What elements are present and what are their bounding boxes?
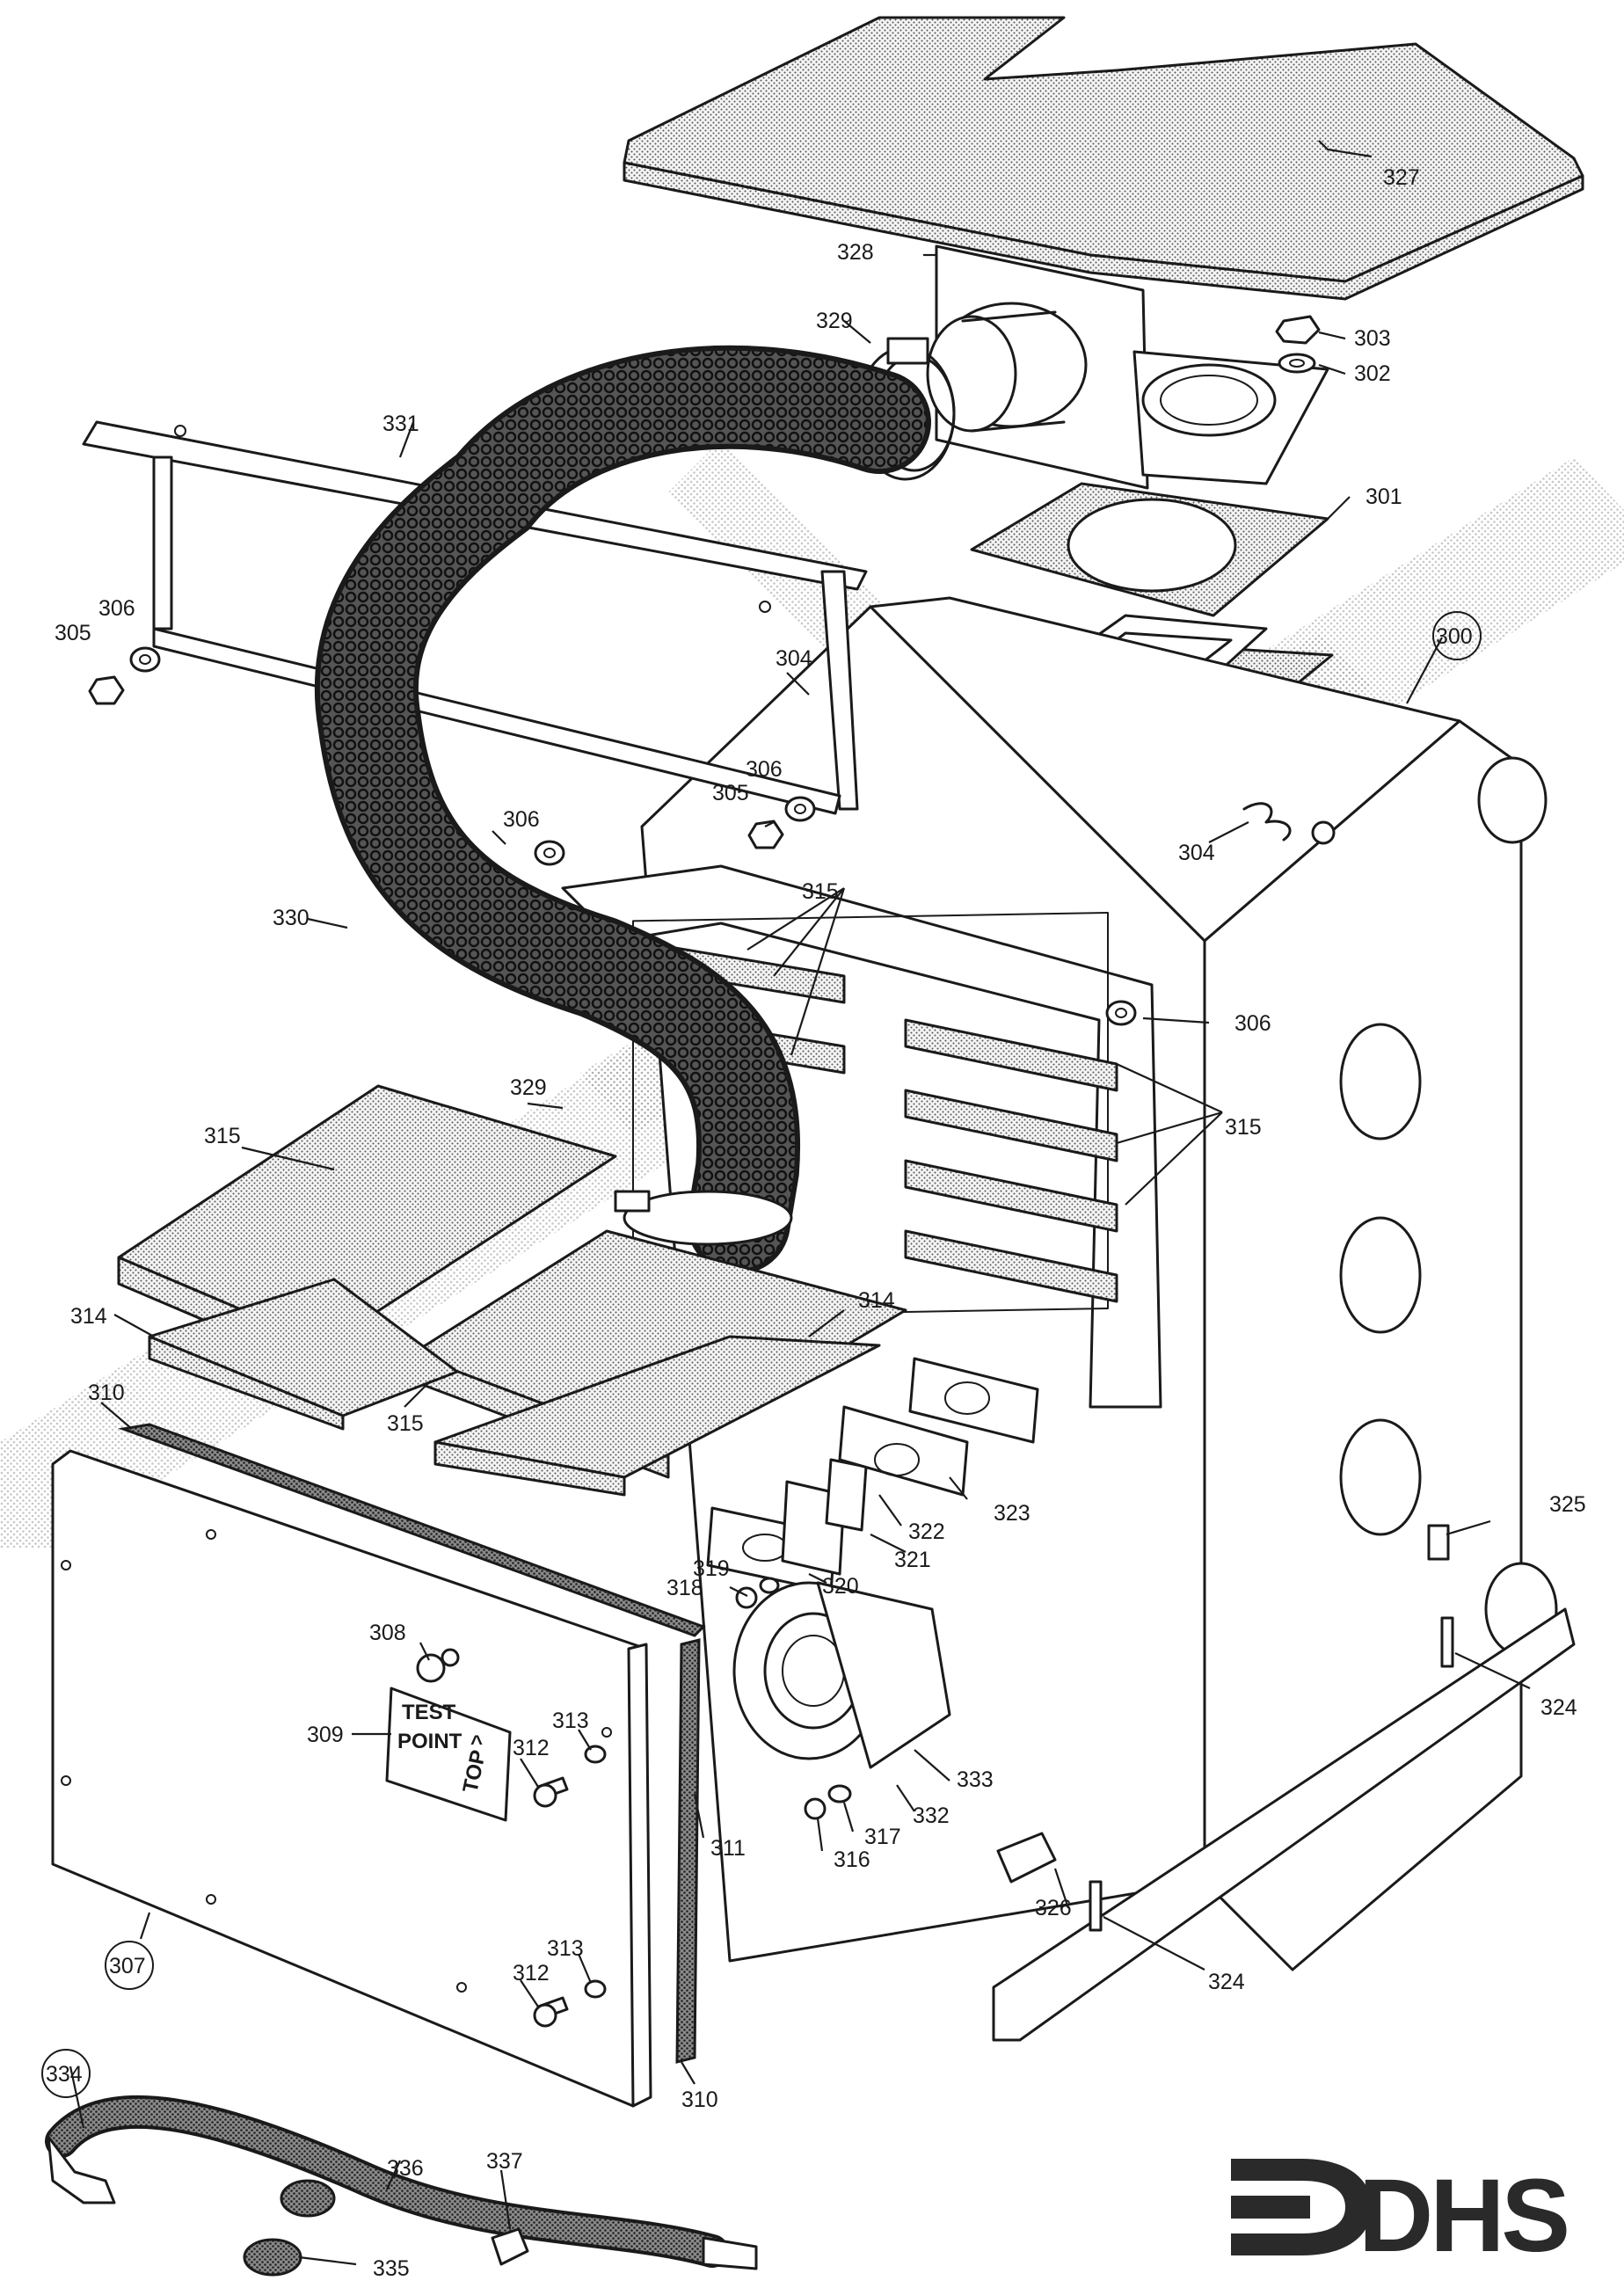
nut-305 xyxy=(88,675,125,705)
washer-306c xyxy=(534,840,565,866)
label-315-top: 315 xyxy=(802,879,839,904)
brand-name: DHS xyxy=(1358,2158,1567,2274)
label-334: 334 xyxy=(46,2062,83,2087)
burner-housing-333 xyxy=(732,1581,951,1769)
label-314-left: 314 xyxy=(70,1304,107,1329)
screw-308 xyxy=(416,1648,460,1683)
label-335: 335 xyxy=(373,2256,410,2281)
front-panel-307 xyxy=(51,1449,652,2108)
flue-flange-plate xyxy=(1132,350,1329,485)
drain-324 xyxy=(1440,1616,1454,1668)
label-314-right: 314 xyxy=(858,1288,895,1313)
label-305-mid: 305 xyxy=(712,781,749,805)
flue-outlet-plate-328 xyxy=(926,244,1149,490)
label-308: 308 xyxy=(369,1621,406,1645)
label-317: 317 xyxy=(864,1825,901,1849)
label-331: 331 xyxy=(382,412,419,436)
test-point-label: TEST POINT ^ TOP xyxy=(385,1687,512,1822)
label-306-right: 306 xyxy=(1234,1011,1271,1036)
test-label-line2: POINT xyxy=(397,1730,462,1753)
plate-323 xyxy=(908,1357,1039,1444)
label-329-lower: 329 xyxy=(510,1075,547,1100)
top-gasket-327 xyxy=(623,16,1584,301)
label-332: 332 xyxy=(913,1803,950,1828)
washer-317 xyxy=(827,1784,852,1803)
label-336: 336 xyxy=(387,2156,424,2181)
washer-306b xyxy=(784,796,816,822)
label-306-left: 306 xyxy=(98,596,135,621)
label-313-bottom: 313 xyxy=(547,1936,584,1961)
label-311: 311 xyxy=(710,1836,746,1861)
seal-strip-310 xyxy=(118,1423,706,2064)
label-319: 319 xyxy=(693,1556,730,1581)
label-327: 327 xyxy=(1383,165,1420,190)
label-313-top: 313 xyxy=(552,1709,589,1733)
label-310-top: 310 xyxy=(88,1381,125,1405)
dhs-logo: DHS xyxy=(1231,2158,1570,2274)
nut-303 xyxy=(1275,315,1321,345)
test-label-line1: TEST xyxy=(402,1701,456,1724)
label-326: 326 xyxy=(1035,1896,1072,1920)
caps-335 xyxy=(243,2179,336,2277)
label-306-mid: 306 xyxy=(746,757,783,782)
gasket-301 xyxy=(970,482,1329,617)
label-323: 323 xyxy=(994,1501,1030,1526)
label-330: 330 xyxy=(273,906,310,930)
label-325: 325 xyxy=(1549,1492,1586,1517)
label-320: 320 xyxy=(822,1574,859,1599)
label-300: 300 xyxy=(1436,624,1473,649)
label-324-right: 324 xyxy=(1540,1695,1577,1720)
hose-336 xyxy=(45,2095,758,2270)
label-312-top: 312 xyxy=(513,1736,550,1760)
label-328: 328 xyxy=(837,240,874,265)
label-307: 307 xyxy=(109,1954,146,1978)
label-303: 303 xyxy=(1354,326,1391,351)
label-304-top: 304 xyxy=(776,646,812,671)
washer-302 xyxy=(1278,353,1316,374)
label-309: 309 xyxy=(307,1723,344,1747)
label-306-lower: 306 xyxy=(503,807,540,832)
washer-313 xyxy=(584,1745,607,1764)
nut-305b xyxy=(747,820,784,849)
screw-312 xyxy=(533,1776,569,1808)
top-arrow: ^ xyxy=(470,1731,483,1755)
label-305-left: 305 xyxy=(55,621,91,645)
nut-316 xyxy=(804,1797,827,1820)
label-310-bottom: 310 xyxy=(681,2088,718,2112)
label-321: 321 xyxy=(894,1548,931,1572)
fitting-326 xyxy=(996,1832,1057,1884)
hose-clip-329-lower xyxy=(614,1190,793,1246)
label-337: 337 xyxy=(486,2149,523,2174)
screw-312b xyxy=(533,1996,569,2028)
washer-306 xyxy=(129,646,161,673)
connector-337 xyxy=(491,2227,529,2266)
pipe-stub-325 xyxy=(1427,1524,1450,1561)
label-304-right: 304 xyxy=(1178,841,1215,865)
pin-304 xyxy=(1242,802,1336,845)
label-315-left: 315 xyxy=(204,1124,241,1148)
label-318: 318 xyxy=(666,1576,703,1600)
part-labels: 300 301 302 303 304 304 305 305 306 306 … xyxy=(41,165,1586,2281)
flexible-hose-330 xyxy=(314,345,931,1274)
leader-lines xyxy=(69,140,1531,2266)
label-322: 322 xyxy=(908,1519,945,1544)
washer-313b xyxy=(584,1979,607,1999)
label-301: 301 xyxy=(1365,485,1402,509)
label-324-bottom: 324 xyxy=(1208,1970,1245,1994)
label-315-lower: 315 xyxy=(387,1411,424,1436)
window-321 xyxy=(825,1458,868,1532)
label-312-bottom: 312 xyxy=(513,1961,550,1986)
label-315-right: 315 xyxy=(1225,1115,1262,1140)
dhs-hook-logo-icon xyxy=(1231,2159,1372,2255)
insulation-314 xyxy=(148,1278,881,1497)
label-302: 302 xyxy=(1354,361,1391,386)
label-316: 316 xyxy=(834,1847,870,1872)
drain-324b xyxy=(1089,1880,1103,1932)
washer-306d xyxy=(1105,1000,1137,1026)
label-333: 333 xyxy=(957,1767,994,1792)
label-329-top: 329 xyxy=(816,309,853,333)
